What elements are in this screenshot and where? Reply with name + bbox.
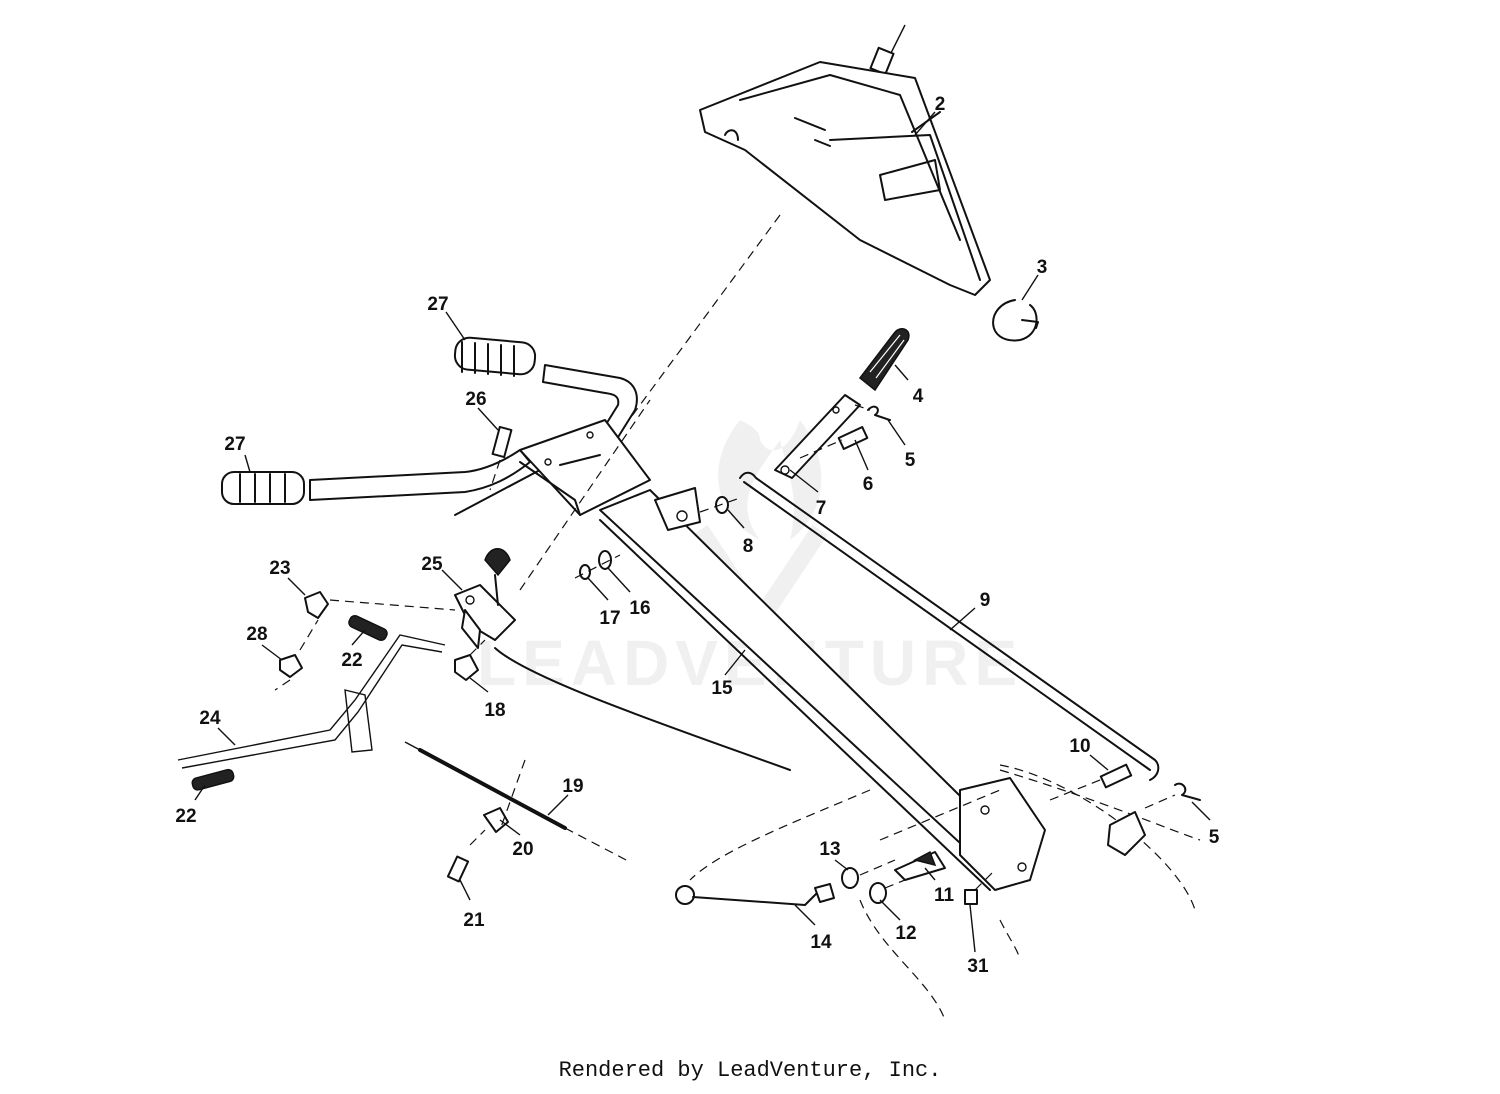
part-clamp-23: [304, 591, 456, 619]
part-hairpin-clip-upper: [854, 404, 891, 421]
part-clip-ring: [992, 299, 1039, 342]
label-part-26: 26: [465, 389, 486, 410]
part-nut-28: [274, 619, 319, 691]
part-bolt-26: [489, 425, 513, 491]
label-part-23: 23: [269, 558, 290, 579]
label-part-12: 12: [895, 923, 916, 944]
part-cable: [404, 647, 791, 863]
label-part-15: 15: [711, 678, 733, 699]
part-screw-21: [446, 829, 486, 883]
label-part-31: 31: [967, 956, 989, 977]
label-part-14: 14: [810, 932, 832, 953]
part-spring-22-upper: [348, 615, 388, 641]
label-part-6: 6: [863, 474, 874, 495]
label-part-28: 28: [246, 624, 267, 645]
part-shift-rod: [739, 471, 1160, 781]
label-part-18: 18: [484, 700, 505, 721]
part-lever: [774, 394, 861, 479]
part-washers-12-13: [841, 859, 911, 904]
part-washers-16-17: [574, 550, 621, 580]
part-handle-cover: [699, 61, 991, 296]
part-handle-tube: [599, 487, 1031, 891]
label-part-10: 10: [1069, 736, 1090, 757]
label-part-17: 17: [599, 608, 620, 629]
label-part-24: 24: [199, 708, 221, 729]
part-washer-8: [699, 496, 741, 514]
part-shift-bar: [177, 634, 446, 769]
label-part-2: 2: [935, 94, 946, 115]
label-part-13: 13: [819, 839, 840, 860]
label-part-4: 4: [913, 386, 924, 407]
label-part-27-top: 27: [427, 294, 448, 315]
part-bolt-10: [1049, 763, 1133, 801]
label-part-19: 19: [562, 776, 583, 797]
part-cable-clamp: [483, 759, 526, 833]
footer-credit: Rendered by LeadVenture, Inc.: [558, 1058, 942, 1083]
part-bolt-6: [799, 426, 869, 459]
label-part-22-lower: 22: [175, 806, 196, 827]
label-part-20: 20: [512, 839, 533, 860]
part-screw-31: [964, 869, 996, 905]
part-hairpin-clip-lower: [1107, 782, 1201, 856]
part-spring-22-lower: [191, 768, 235, 791]
part-knob-11: [894, 850, 946, 881]
label-part-25: 25: [421, 554, 443, 575]
label-leaders: [194, 111, 1211, 953]
label-part-5-upper: 5: [905, 450, 916, 471]
part-labels: 2 3 27 4 26 5 27 6 7 8 23 25 9 17 16 28 …: [175, 94, 1219, 977]
label-part-5-lower: 5: [1209, 827, 1220, 848]
part-handle-mount: [519, 419, 651, 516]
part-control-bracket: [454, 399, 651, 649]
part-lever-rod-14: [675, 883, 835, 906]
label-part-21: 21: [463, 910, 485, 931]
part-lever-grip: [858, 328, 910, 392]
label-part-9: 9: [980, 590, 991, 611]
label-part-16: 16: [629, 598, 650, 619]
label-part-22-upper: 22: [341, 650, 362, 671]
part-lower-housing: [689, 764, 1201, 1021]
label-part-11: 11: [934, 885, 955, 906]
label-part-8: 8: [743, 536, 754, 557]
part-nut-18: [454, 639, 486, 681]
label-part-27-left: 27: [224, 434, 245, 455]
label-part-7: 7: [816, 498, 827, 519]
part-handlebar: [221, 336, 638, 516]
label-part-3: 3: [1037, 257, 1048, 278]
